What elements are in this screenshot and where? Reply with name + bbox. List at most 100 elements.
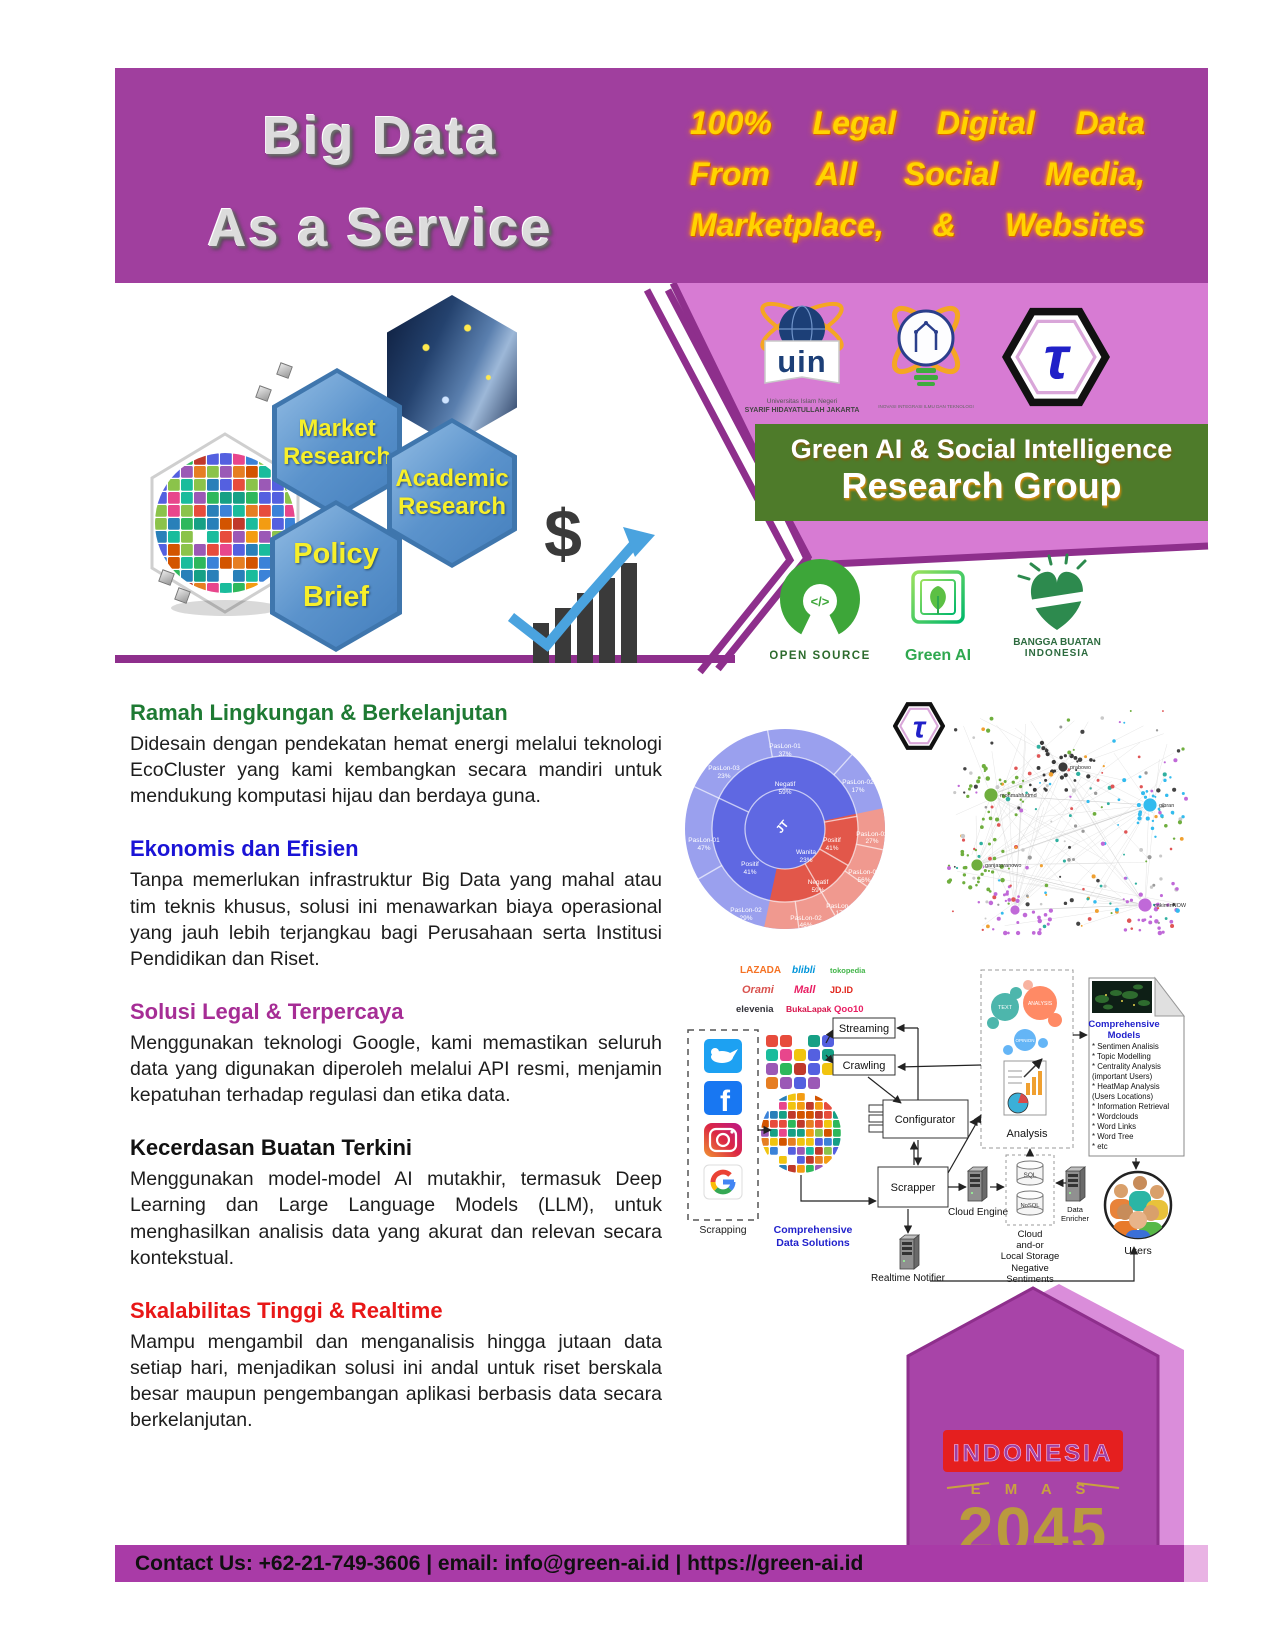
network-nodes	[946, 710, 1188, 936]
streaming-box	[832, 1017, 896, 1039]
scrapping-box	[687, 1029, 759, 1221]
chevron-stripe-1	[643, 288, 795, 675]
bangga-label-1: BANGGA BUATAN	[1013, 637, 1101, 648]
pipeline-globe	[761, 1093, 841, 1173]
models-title-1: Comprehensive	[1088, 1019, 1159, 1030]
svg-text:* Word Tree: * Word Tree	[1092, 1132, 1133, 1141]
contact-info[interactable]: Contact Us: +62-21-749-3606 | email: inf…	[135, 1552, 864, 1575]
svg-text:59%: 59%	[778, 789, 791, 796]
svg-text:prabowo: prabowo	[1070, 765, 1091, 771]
faculty-caption: INOVASI INTEGRASI ILMU DAN TEKNOLOGI	[878, 404, 974, 409]
section-heading: Ekonomis dan Efisien	[130, 836, 359, 862]
section-ai: Kecerdasan Buatan Terkini Menggunakan mo…	[130, 1135, 662, 1271]
open-source-logo: </> OPEN SOURCE	[770, 559, 870, 662]
research-group-banner: Green AI & Social Intelligence Research …	[755, 424, 1208, 521]
wordcloud-analysis: ANALYSIS	[1028, 1001, 1053, 1007]
svg-text:f: f	[720, 1085, 731, 1118]
hexagon-market-label: Market Research	[282, 415, 392, 470]
users-people	[1110, 1176, 1168, 1238]
dollar-growth-icon: $	[507, 496, 655, 663]
data-pipeline-diagram: LAZADA blibli tokopedia Orami Mall JD.ID…	[687, 965, 1186, 1285]
svg-text:* Topic Modelling: * Topic Modelling	[1092, 1052, 1151, 1061]
streaming-label: Streaming	[839, 1023, 889, 1035]
logo-qoo10: Qoo10	[834, 1004, 864, 1015]
users-label: Users	[1124, 1245, 1151, 1257]
enricher-label-1: Data	[1067, 1205, 1084, 1214]
growth-arrow-head	[623, 527, 655, 557]
indonesia-emas-2045-graphic: INDONESIA E M A S 2045	[906, 1284, 1184, 1558]
svg-text:56%: 56%	[857, 877, 870, 884]
storage-label-2: and-or	[1016, 1240, 1043, 1251]
globe-shadow	[171, 600, 279, 616]
svg-text:PasLon-03: PasLon-03	[708, 765, 740, 772]
section-heading: Ramah Lingkungan & Berkelanjutan	[130, 700, 508, 725]
svg-text:37%: 37%	[778, 751, 791, 758]
models-doc-box	[1088, 977, 1185, 1157]
scrapper-label: Scrapper	[891, 1182, 936, 1194]
title-line-2: As a Service	[207, 198, 553, 258]
tagline-line-2: From All Social Media,	[690, 156, 1145, 192]
negative-label-2: Sentiments	[1006, 1274, 1054, 1285]
bangga-buatan-indonesia-logo: BANGGA BUATAN INDONESIA	[1013, 553, 1101, 659]
svg-text:PasLon-02: PasLon-02	[790, 915, 822, 922]
realtime-notifier-server-icon	[899, 1234, 920, 1270]
svg-text:PasLon-02: PasLon-02	[856, 831, 888, 838]
crawling-box	[832, 1054, 896, 1076]
svg-text:cakiminNOW: cakiminNOW	[1154, 903, 1187, 909]
svg-text:ganjarpranowo: ganjarpranowo	[985, 863, 1021, 869]
indonesia-map-thumbnail	[1092, 981, 1152, 1013]
wordcloud: TEXT ANALYSIS OPINION	[987, 980, 1062, 1055]
sql-cylinder-icon: SQL	[1016, 1160, 1044, 1186]
wordcloud-text: TEXT	[998, 1005, 1013, 1011]
configurator-label: Configurator	[895, 1114, 956, 1126]
dollar-sign: $	[544, 496, 582, 572]
rays	[1017, 553, 1087, 581]
svg-text:41%: 41%	[743, 869, 756, 876]
svg-text:59%: 59%	[811, 887, 824, 894]
solutions-label-2: Data Solutions	[776, 1237, 850, 1249]
divider-rule	[115, 655, 735, 663]
tagline-line-3: Marketplace, & Websites	[690, 207, 1145, 243]
logo-lazada: LAZADA	[740, 965, 781, 976]
svg-text:Wanita: Wanita	[796, 849, 816, 856]
scrapping-label: Scrapping	[699, 1224, 746, 1236]
svg-text:46%: 46%	[799, 922, 812, 929]
svg-text:Negatif: Negatif	[775, 781, 796, 788]
svg-text:(important Users): (important Users)	[1092, 1072, 1153, 1081]
chip-icon	[905, 564, 971, 634]
page-title: Big Data As a Service	[155, 90, 605, 274]
tagline-line-1: 100% Legal Digital Data	[690, 105, 1145, 141]
section-heading: Skalabilitas Tinggi & Realtime	[130, 1297, 443, 1323]
cloud-engine-label: Cloud Engine	[948, 1207, 1008, 1218]
open-source-label: OPEN SOURCE	[770, 650, 870, 662]
top-banner: Big Data As a Service 100% Legal Digital…	[115, 68, 1208, 283]
bulb-icon	[897, 309, 955, 367]
svg-text:Positif: Positif	[741, 861, 759, 868]
social-app-icon-grid	[766, 1035, 834, 1089]
logo-orami: Orami	[742, 984, 775, 996]
uin-caption-1: Universitas Islam Negeri	[767, 398, 837, 405]
pipeline-arrows	[758, 1023, 1141, 1282]
section-heading: Kecerdasan Buatan Terkini	[130, 1135, 413, 1161]
svg-text:23%: 23%	[799, 857, 812, 864]
green-ai-label: Green AI	[905, 647, 971, 664]
models-items: * Sentimen Analisis * Topic Modelling * …	[1092, 1042, 1169, 1151]
section-legal: Solusi Legal & Terpercaya Menggunakan te…	[130, 999, 662, 1108]
svg-text:29%: 29%	[739, 915, 752, 922]
analysis-report-icon	[1003, 1058, 1047, 1116]
svg-text:PasLon-03: PasLon-03	[826, 903, 858, 910]
svg-text:41%: 41%	[825, 845, 838, 852]
hexagon-academic-research: Academic Research	[387, 418, 517, 568]
tau-logo-small: τ	[893, 702, 945, 750]
logo-bukalapak: BukaLapak	[786, 1004, 832, 1014]
tagline: 100% Legal Digital Data From All Social …	[690, 98, 1145, 251]
nosql-label: NoSQL	[1020, 1203, 1040, 1209]
section-body: Mampu mengambil dan menganalisis hingga …	[130, 1330, 662, 1432]
pentagon-main	[906, 1286, 1160, 1558]
network-labels: prabowomohmahfudmdgibranganjarpranowocak…	[985, 765, 1187, 909]
uin-logo: uin Universitas Islam Negeri SYARIF HIDA…	[745, 301, 859, 414]
svg-text:47%: 47%	[697, 845, 710, 852]
chevron-stripe-2	[664, 288, 813, 672]
sunburst-separators	[694, 730, 883, 929]
